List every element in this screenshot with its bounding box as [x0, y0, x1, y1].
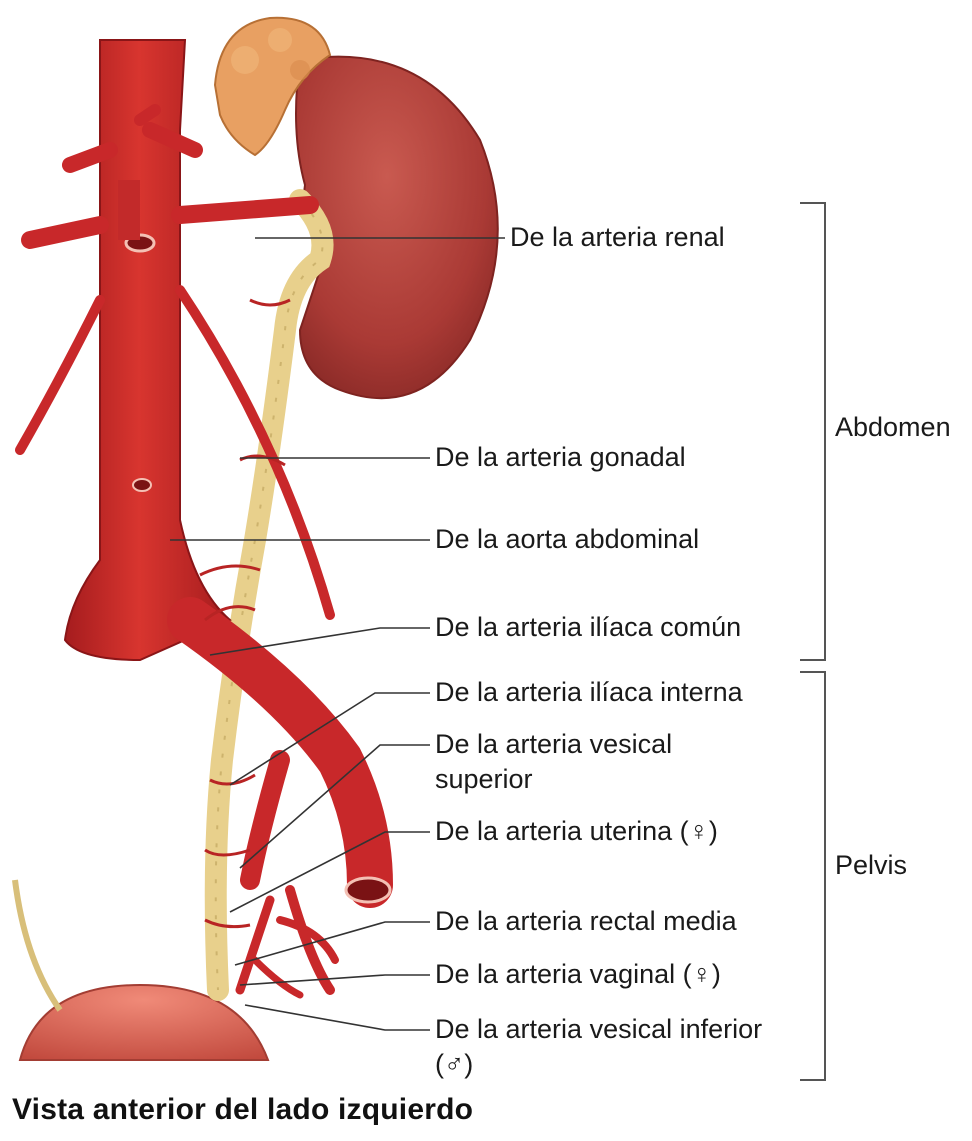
contralateral-ureter — [15, 880, 60, 1010]
region-brackets — [800, 203, 825, 1080]
label-vesical-superior-line2: superior — [435, 762, 533, 796]
bladder — [20, 985, 268, 1060]
label-iliaca-comun: De la arteria ilíaca común — [435, 610, 741, 644]
label-uterina: De la arteria uterina (♀) — [435, 814, 718, 848]
label-aorta-abdominal: De la aorta abdominal — [435, 522, 699, 556]
region-abdomen: Abdomen — [835, 410, 951, 444]
label-renal: De la arteria renal — [510, 220, 725, 254]
figure-caption: Vista anterior del lado izquierdo — [12, 1092, 473, 1128]
label-rectal-media: De la arteria rectal media — [435, 904, 737, 938]
pelvis-bracket — [800, 672, 825, 1080]
label-vesical-inferior-line2: (♂) — [435, 1047, 473, 1081]
label-vesical-inferior-line1: De la arteria vesical inferior — [435, 1012, 762, 1046]
label-vaginal: De la arteria vaginal (♀) — [435, 957, 721, 991]
label-vesical-superior-line1: De la arteria vesical — [435, 727, 672, 761]
label-gonadal: De la arteria gonadal — [435, 440, 686, 474]
label-iliaca-interna: De la arteria ilíaca interna — [435, 675, 743, 709]
leader-vesical-inferior — [245, 1005, 430, 1030]
region-pelvis: Pelvis — [835, 848, 907, 882]
abdomen-bracket — [800, 203, 825, 660]
